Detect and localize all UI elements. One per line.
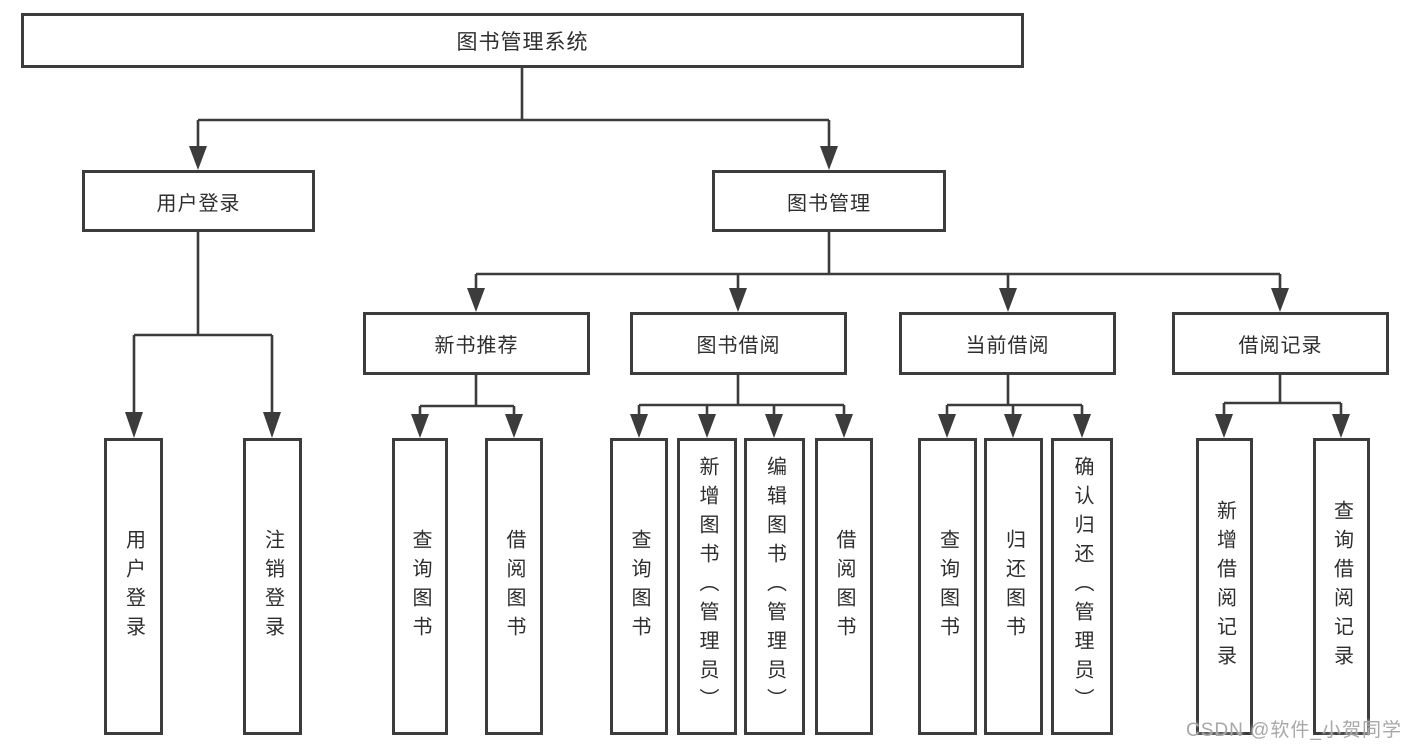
leaf-borrow-books-recommend-label: 借阅图书 <box>503 528 525 645</box>
node-user-login: 用户登录 <box>82 170 315 232</box>
arrow-down-icon <box>938 414 956 438</box>
leaf-edit-book-admin: 编辑图书（管理员） <box>744 438 805 735</box>
arrow-down-icon <box>125 412 143 438</box>
leaf-query-books-borrow: 查询图书 <box>610 438 668 735</box>
node-book-borrow-label: 图书借阅 <box>696 335 781 357</box>
leaf-user-login: 用户登录 <box>104 438 163 735</box>
node-current-borrow: 当前借阅 <box>899 312 1116 375</box>
arrow-down-icon <box>698 414 716 438</box>
arrow-down-icon <box>189 146 207 170</box>
arrow-down-icon <box>1215 414 1233 438</box>
node-book-borrow: 图书借阅 <box>630 312 847 375</box>
arrow-down-icon <box>467 288 485 312</box>
leaf-add-book-admin: 新增图书（管理员） <box>677 438 737 735</box>
leaf-return-book: 归还图书 <box>984 438 1043 735</box>
leaf-borrow-books-recommend: 借阅图书 <box>485 438 543 735</box>
leaf-add-book-admin-label: 新增图书（管理员） <box>696 456 718 717</box>
arrow-down-icon <box>411 414 429 438</box>
leaf-borrow-books-label: 借阅图书 <box>833 528 855 645</box>
leaf-query-borrow-record-label: 查询借阅记录 <box>1330 499 1353 674</box>
node-book-management: 图书管理 <box>712 170 946 232</box>
leaf-borrow-books: 借阅图书 <box>815 438 873 735</box>
arrow-down-icon <box>505 414 523 438</box>
arrow-down-icon <box>1004 414 1022 438</box>
arrow-down-icon <box>820 146 838 170</box>
leaf-query-books-recommend: 查询图书 <box>392 438 448 735</box>
watermark: CSDN @软件_小贺同学 <box>1186 720 1402 741</box>
leaf-add-borrow-record-label: 新增借阅记录 <box>1213 499 1236 674</box>
leaf-confirm-return-admin: 确认归还（管理员） <box>1051 438 1113 735</box>
leaf-query-books-current: 查询图书 <box>918 438 977 735</box>
node-root-label: 图书管理系统 <box>456 30 589 54</box>
arrow-down-icon <box>1271 288 1289 312</box>
leaf-add-borrow-record: 新增借阅记录 <box>1196 438 1253 735</box>
node-borrow-records: 借阅记录 <box>1172 312 1389 375</box>
leaf-logout-label: 注销登录 <box>261 528 284 645</box>
arrow-down-icon <box>999 288 1017 312</box>
leaf-query-books-current-label: 查询图书 <box>936 528 959 645</box>
node-book-management-label: 图书管理 <box>787 192 871 215</box>
node-root: 图书管理系统 <box>21 13 1024 68</box>
connector-user-login-children <box>125 232 281 438</box>
leaf-edit-book-admin-label: 编辑图书（管理员） <box>763 456 786 717</box>
connector-root-to-level2 <box>189 68 838 170</box>
connector-new-book-recommend-children <box>411 375 523 438</box>
arrow-down-icon <box>835 414 853 438</box>
node-borrow-records-label: 借阅记录 <box>1238 335 1323 357</box>
connector-book-management-children <box>467 232 1289 312</box>
node-new-book-recommend: 新书推荐 <box>363 312 590 375</box>
leaf-return-book-label: 归还图书 <box>1002 528 1025 645</box>
connector-borrow-records-children <box>1215 375 1350 438</box>
arrow-down-icon <box>1073 414 1091 438</box>
leaf-logout: 注销登录 <box>243 438 302 735</box>
node-user-login-label: 用户登录 <box>156 192 241 215</box>
node-new-book-recommend-label: 新书推荐 <box>434 335 519 357</box>
arrow-down-icon <box>765 414 783 438</box>
arrow-down-icon <box>1332 414 1350 438</box>
leaf-query-borrow-record: 查询借阅记录 <box>1313 438 1370 735</box>
arrow-down-icon <box>729 288 747 312</box>
arrow-down-icon <box>263 412 281 438</box>
leaf-query-books-recommend-label: 查询图书 <box>409 528 431 645</box>
leaf-confirm-return-admin-label: 确认归还（管理员） <box>1071 456 1093 717</box>
leaf-query-books-borrow-label: 查询图书 <box>628 528 650 645</box>
connector-book-borrow-children <box>630 375 853 438</box>
leaf-user-login-label: 用户登录 <box>122 528 145 645</box>
node-current-borrow-label: 当前借阅 <box>965 335 1050 357</box>
connector-current-borrow-children <box>938 375 1091 438</box>
arrow-down-icon <box>630 414 648 438</box>
